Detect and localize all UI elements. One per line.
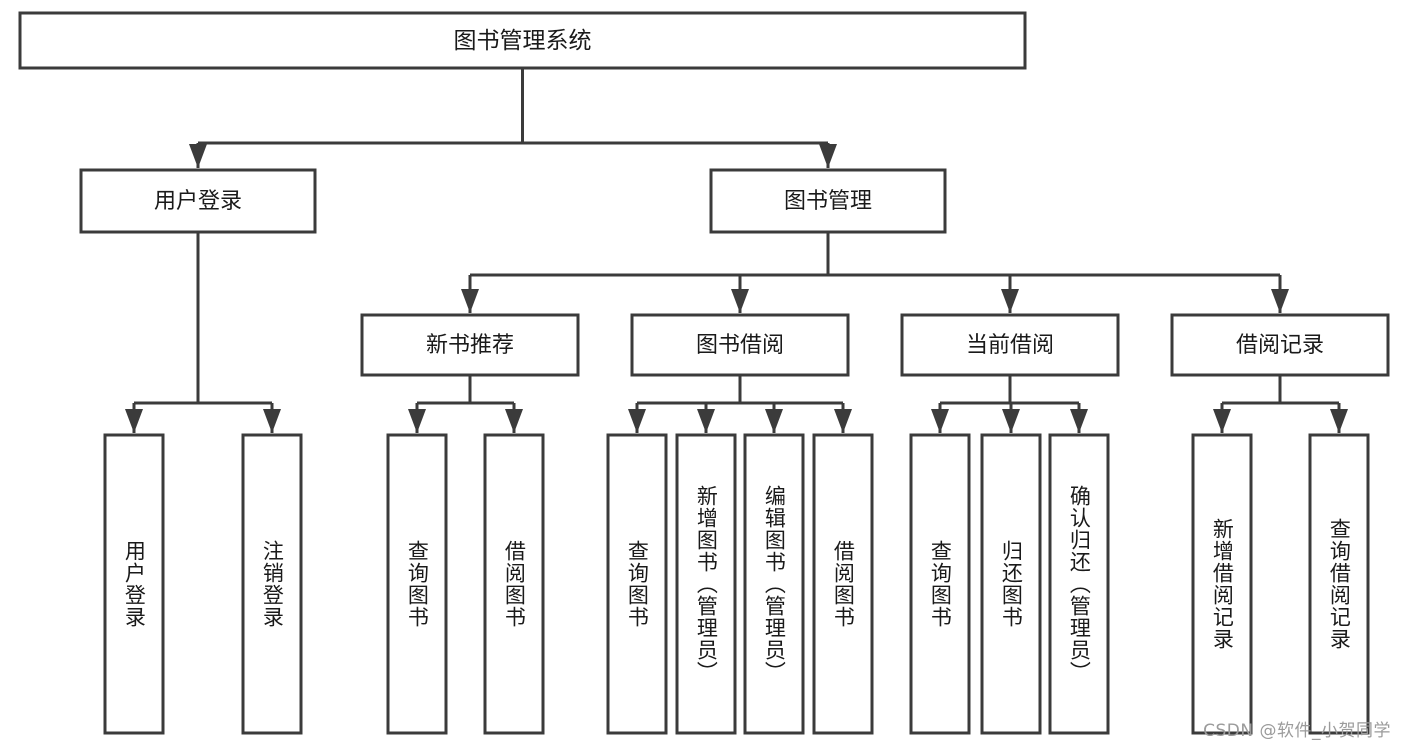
node-box-leaf-borrow-book-2[interactable]: [812, 433, 874, 735]
node-box-leaf-query-borrow-record[interactable]: [1308, 433, 1370, 735]
connectors-layer: [125, 68, 1348, 433]
arrow-head-icon: [931, 409, 949, 433]
arrow-head-icon: [819, 144, 837, 168]
arrow-head-icon: [1001, 289, 1019, 313]
arrow-head-icon: [263, 409, 281, 433]
node-box-leaf-add-borrow-record[interactable]: [1191, 433, 1253, 735]
arrow-head-icon: [1002, 409, 1020, 433]
node-box-root[interactable]: [18, 11, 1027, 70]
arrow-head-icon: [1213, 409, 1231, 433]
node-box-current-borrow[interactable]: [900, 313, 1120, 377]
boxes-layer: [18, 11, 1390, 735]
node-box-leaf-return-book[interactable]: [980, 433, 1042, 735]
arrow-head-icon: [1070, 409, 1088, 433]
node-box-leaf-confirm-return-admin[interactable]: [1048, 433, 1110, 735]
node-box-book-management[interactable]: [709, 168, 947, 234]
arrow-head-icon: [1330, 409, 1348, 433]
node-label-new-book-recommend: 新书推荐: [426, 333, 514, 358]
arrow-head-icon: [1271, 289, 1289, 313]
arrow-head-icon: [731, 289, 749, 313]
arrow-head-icon: [834, 409, 852, 433]
arrow-head-icon: [189, 144, 207, 168]
node-box-leaf-add-book-admin[interactable]: [675, 433, 737, 735]
arrow-head-icon: [125, 409, 143, 433]
arrow-head-icon: [697, 409, 715, 433]
node-box-leaf-query-book-3[interactable]: [909, 433, 971, 735]
node-label-book-management: 图书管理: [784, 189, 872, 214]
arrow-head-icon: [628, 409, 646, 433]
node-box-user-login[interactable]: [79, 168, 317, 234]
node-box-leaf-edit-book-admin[interactable]: [743, 433, 805, 735]
node-box-leaf-query-book-2[interactable]: [606, 433, 668, 735]
node-box-leaf-user-login[interactable]: [103, 433, 165, 735]
node-label-root: 图书管理系统: [454, 28, 592, 54]
arrow-head-icon: [408, 409, 426, 433]
watermark-text: CSDN @软件_小贺同学: [1203, 721, 1391, 741]
node-label-current-borrow: 当前借阅: [966, 333, 1054, 358]
node-label-user-login: 用户登录: [154, 189, 242, 214]
node-box-book-borrow[interactable]: [630, 313, 850, 377]
node-box-borrow-record[interactable]: [1170, 313, 1390, 377]
arrow-head-icon: [461, 289, 479, 313]
node-label-book-borrow: 图书借阅: [696, 333, 784, 358]
node-box-leaf-borrow-book-1[interactable]: [483, 433, 545, 735]
arrow-head-icon: [765, 409, 783, 433]
arrow-head-icon: [505, 409, 523, 433]
node-label-borrow-record: 借阅记录: [1236, 333, 1324, 358]
node-box-leaf-logout[interactable]: [241, 433, 303, 735]
node-box-leaf-query-book-1[interactable]: [386, 433, 448, 735]
node-box-new-book-recommend[interactable]: [360, 313, 580, 377]
